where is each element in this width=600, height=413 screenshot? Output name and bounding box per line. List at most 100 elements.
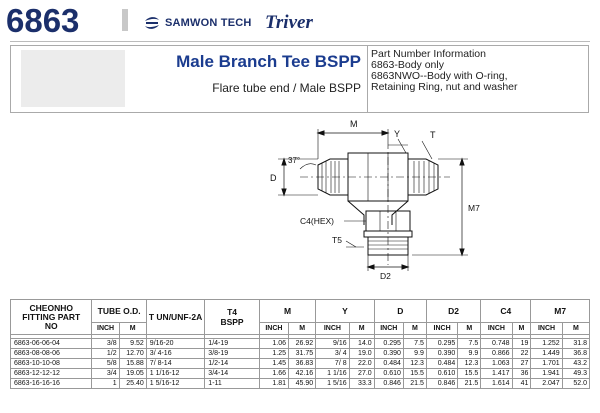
header-bar: 6863 SAMWON TECH Triver — [0, 0, 600, 40]
sub-header-mm: M — [511, 322, 532, 335]
table-cell: 3/8 — [91, 338, 120, 349]
table-cell: 9/16 — [315, 338, 350, 349]
sub-header-inch: INCH — [530, 322, 563, 335]
table-cell: 1/2-14 — [204, 358, 260, 369]
header-rule — [10, 41, 590, 42]
sub-header-inch: INCH — [480, 322, 513, 335]
table-cell: 9.52 — [118, 338, 147, 349]
table-cell: 1.45 — [258, 358, 290, 369]
table-cell: 1.81 — [258, 378, 290, 389]
table-cell: 14.0 — [348, 338, 375, 349]
dim-label-angle: 37° — [288, 156, 300, 165]
sub-header-inch: INCH — [425, 322, 459, 335]
col-header-part: CHEONHO FITTING PART NO — [9, 299, 93, 335]
dim-label-d2: D2 — [380, 271, 391, 281]
table-cell: 0.866 — [480, 348, 513, 359]
table-cell: 0.846 — [373, 378, 404, 389]
table-cell: 42.16 — [288, 368, 317, 379]
technical-drawing: M Y T D 37° C4(HEX) T5 D2 M7 — [270, 119, 480, 281]
table-cell: 43.2 — [561, 358, 591, 369]
table-cell: 1.614 — [480, 378, 513, 389]
dim-label-d: D — [270, 173, 277, 183]
table-cell: 36.83 — [288, 358, 317, 369]
table-cell: 15.5 — [457, 368, 482, 379]
table-cell: 3/ 4 — [315, 348, 350, 359]
table-cell: 3/4 — [91, 368, 120, 379]
table-cell: 0.390 — [373, 348, 404, 359]
title-box-strip — [21, 50, 125, 107]
table-cell: 0.610 — [373, 368, 404, 379]
table-cell: 6863-10-10-08 — [9, 358, 93, 369]
info-line-3: 6863NWO--Body with O-ring, — [371, 70, 508, 82]
table-cell: 1 1/16 — [315, 368, 350, 379]
table-cell: 3/8-19 — [204, 348, 260, 359]
table-cell: 15.88 — [118, 358, 147, 369]
table-cell: 5/8 — [91, 358, 120, 369]
heading-divider — [122, 9, 128, 31]
dim-label-t5: T5 — [332, 235, 342, 245]
sub-header-mm: M — [348, 322, 375, 335]
product-subtitle: Flare tube end / Male BSPP — [212, 81, 361, 95]
part-number-info-box: Part Number Information 6863-Body only 6… — [367, 45, 589, 113]
table-cell: 12.3 — [402, 358, 427, 369]
table-cell: 27.0 — [348, 368, 375, 379]
table-cell: 9.9 — [457, 348, 482, 359]
sub-header-inch: INCH — [258, 322, 290, 335]
col-header-d: D — [373, 299, 427, 323]
table-cell: 19.0 — [348, 348, 375, 359]
sub-header-inch: INCH — [373, 322, 404, 335]
dim-label-t: T — [430, 130, 436, 140]
table-cell: 1 5/16-12 — [145, 378, 206, 389]
table-cell: 1 1/16-12 — [145, 368, 206, 379]
table-cell: 1.417 — [480, 368, 513, 379]
sub-header-mm: M — [561, 322, 591, 335]
table-cell: 1-11 — [204, 378, 260, 389]
table-cell: 1.941 — [530, 368, 563, 379]
table-cell: 2.047 — [530, 378, 563, 389]
table-cell: 0.748 — [480, 338, 513, 349]
brand-triver: Triver — [265, 12, 313, 33]
table-cell: 1.06 — [258, 338, 290, 349]
table-cell: 22 — [511, 348, 532, 359]
col-header-t: T UN/UNF-2A — [145, 299, 206, 335]
table-cell: 1.66 — [258, 368, 290, 379]
table-cell: 1.25 — [258, 348, 290, 359]
product-title: Male Branch Tee BSPP — [176, 52, 361, 71]
sub-header-mm: M — [402, 322, 427, 335]
table-cell: 7.5 — [457, 338, 482, 349]
table-cell: 0.610 — [425, 368, 459, 379]
info-line-4: Retaining Ring, nut and washer — [371, 81, 518, 93]
col-header-d2: D2 — [425, 299, 482, 323]
table-cell: 33.3 — [348, 378, 375, 389]
dim-label-m7: M7 — [468, 203, 480, 213]
dim-label-y: Y — [394, 129, 400, 139]
table-cell: 41 — [511, 378, 532, 389]
sub-header-mm: M — [457, 322, 482, 335]
table-cell: 15.5 — [402, 368, 427, 379]
table-cell: 31.75 — [288, 348, 317, 359]
table-cell: 0.484 — [425, 358, 459, 369]
title-box: Male Branch Tee BSPP Flare tube end / Ma… — [10, 45, 368, 113]
table-cell: 1.449 — [530, 348, 563, 359]
table-cell: 7/ 8 — [315, 358, 350, 369]
samwon-logo-icon — [145, 17, 159, 29]
table-cell: 0.295 — [373, 338, 404, 349]
table-cell: 6863-08-08-06 — [9, 348, 93, 359]
table-cell: 22.0 — [348, 358, 375, 369]
sub-header-inch: INCH — [91, 322, 120, 335]
table-cell: 25.40 — [118, 378, 147, 389]
col-header-c4: C4 — [480, 299, 532, 323]
table-cell: 0.390 — [425, 348, 459, 359]
table-cell: 52.0 — [561, 378, 591, 389]
sub-header-mm: M — [288, 322, 317, 335]
table-cell: 9.9 — [402, 348, 427, 359]
table-cell: 31.8 — [561, 338, 591, 349]
col-header-m7: M7 — [530, 299, 590, 323]
table-cell: 49.3 — [561, 368, 591, 379]
table-cell: 12.70 — [118, 348, 147, 359]
